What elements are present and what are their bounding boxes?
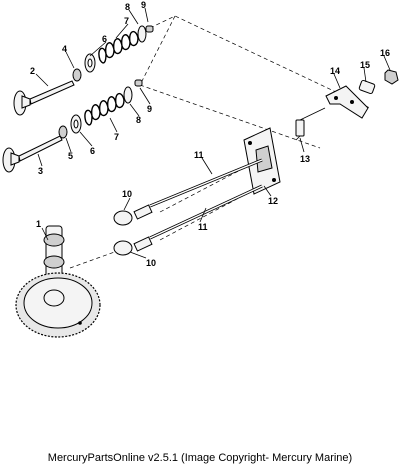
- valve-spring-upper: [98, 31, 139, 64]
- tappet-upper: [113, 204, 153, 226]
- callout-6-lower: 6: [90, 146, 95, 156]
- callout-10-upper: 10: [122, 189, 132, 199]
- rocker-nut: [384, 69, 399, 85]
- leader-lines: [35, 7, 391, 259]
- callout-13: 13: [300, 154, 310, 164]
- spring-washer-lower: [70, 114, 82, 134]
- callout-5: 5: [68, 151, 73, 161]
- valve-keeper-lower: [134, 79, 143, 87]
- valve-seal-lower: [58, 125, 68, 139]
- callout-15: 15: [360, 60, 370, 70]
- spring-retainer-upper: [137, 25, 147, 43]
- callout-3: 3: [38, 166, 43, 176]
- callout-4: 4: [62, 44, 67, 54]
- valve-spring-lower: [84, 93, 125, 126]
- callout-11-upper: 11: [194, 150, 204, 160]
- callout-11-lower: 11: [198, 222, 208, 232]
- callout-2: 2: [30, 66, 35, 76]
- spring-washer-upper: [84, 53, 96, 73]
- callout-16: 16: [380, 48, 390, 58]
- callout-7-lower: 7: [114, 132, 119, 142]
- rocker-arm: [325, 85, 369, 119]
- callout-labels: 1 2 3 4 5 6 6 7 7 8 8 9 9 10 10 11 11 12…: [30, 0, 390, 268]
- tappet-lower: [113, 236, 153, 256]
- callout-9-lower: 9: [147, 104, 152, 114]
- valve-seal-upper: [72, 68, 82, 82]
- rocker-stud: [295, 107, 326, 141]
- callout-6-upper: 6: [102, 34, 107, 44]
- callout-10-lower: 10: [146, 258, 156, 268]
- valve-lower: [2, 135, 63, 173]
- callout-1: 1: [36, 219, 41, 229]
- callout-8-lower: 8: [136, 115, 141, 125]
- callout-7-upper: 7: [124, 16, 129, 26]
- valve-upper: [13, 80, 75, 116]
- pushrod-upper: [149, 158, 263, 208]
- callout-8-upper: 8: [125, 2, 130, 12]
- cam-gear: [15, 272, 101, 338]
- spring-retainer-lower: [123, 86, 133, 104]
- callout-12: 12: [268, 196, 278, 206]
- callout-14: 14: [330, 66, 340, 76]
- exploded-parts-diagram: 1 2 3 4 5 6 6 7 7 8 8 9 9 10 10 11 11 12…: [2, 0, 399, 338]
- valve-keeper-upper: [145, 25, 154, 33]
- copyright-footer: MercuryPartsOnline v2.5.1 (Image Copyrig…: [47, 452, 353, 464]
- assembly-lines: [69, 15, 371, 269]
- callout-9-upper: 9: [141, 0, 146, 10]
- rocker-fulcrum: [358, 79, 376, 95]
- pushrod-lower: [149, 184, 263, 240]
